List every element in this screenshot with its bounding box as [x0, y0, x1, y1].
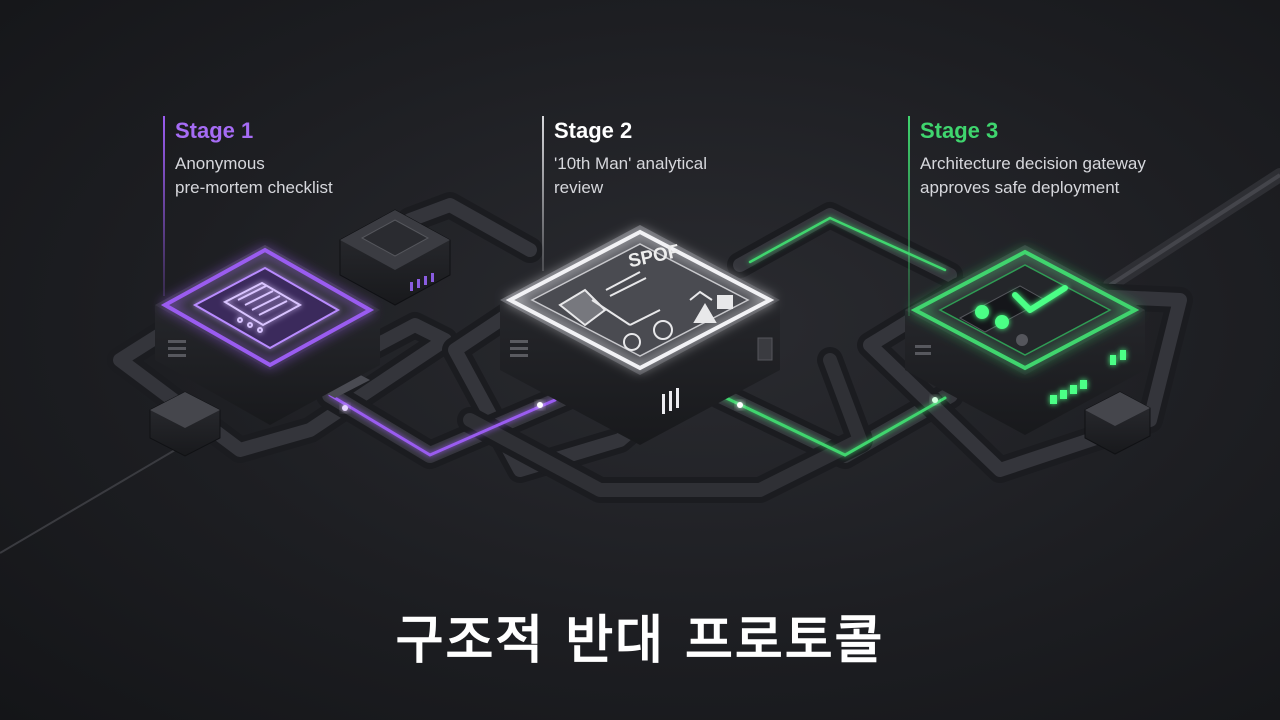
stage2-description: '10th Man' analytical review	[554, 152, 707, 200]
stage2-pointer-line	[542, 116, 544, 271]
stage1-node	[155, 245, 380, 425]
connector-blocks	[149, 209, 1151, 457]
stage1-pointer-line	[163, 116, 165, 296]
stage3-pointer-line	[908, 116, 910, 316]
checklist-icon	[222, 281, 303, 333]
main-title: 구조적 반대 프로토콜	[395, 611, 885, 671]
stage1-description: Anonymous pre-mortem checklist	[175, 152, 333, 200]
stage1-description-line1: Anonymous	[175, 154, 265, 173]
stage1-label-block: Stage 1 Anonymous pre-mortem checklist	[163, 116, 333, 296]
stage2-label-block: Stage 2 '10th Man' analytical review	[542, 116, 707, 271]
stage3-node	[905, 245, 1145, 435]
stage2-node: SPOF	[500, 225, 780, 445]
checkmark-icon	[1012, 285, 1068, 313]
stage3-title: Stage 3	[920, 118, 999, 143]
stage2-title: Stage 2	[554, 118, 633, 143]
signal-lines	[328, 216, 947, 457]
stage3-description-line1: Architecture decision gateway	[920, 154, 1146, 173]
background-cables	[0, 168, 1280, 554]
stage3-label-block: Stage 3 Architecture decision gateway ap…	[908, 116, 1146, 316]
stage1-description-line2: pre-mortem checklist	[175, 178, 333, 197]
stage1-title: Stage 1	[175, 118, 254, 143]
stage3-description-line2: approves safe deployment	[920, 178, 1120, 197]
network-diagram-icon	[558, 271, 733, 351]
stage3-description: Architecture decision gateway approves s…	[920, 152, 1146, 200]
stage2-description-line1: '10th Man' analytical	[554, 154, 707, 173]
stage2-description-line2: review	[554, 178, 604, 197]
